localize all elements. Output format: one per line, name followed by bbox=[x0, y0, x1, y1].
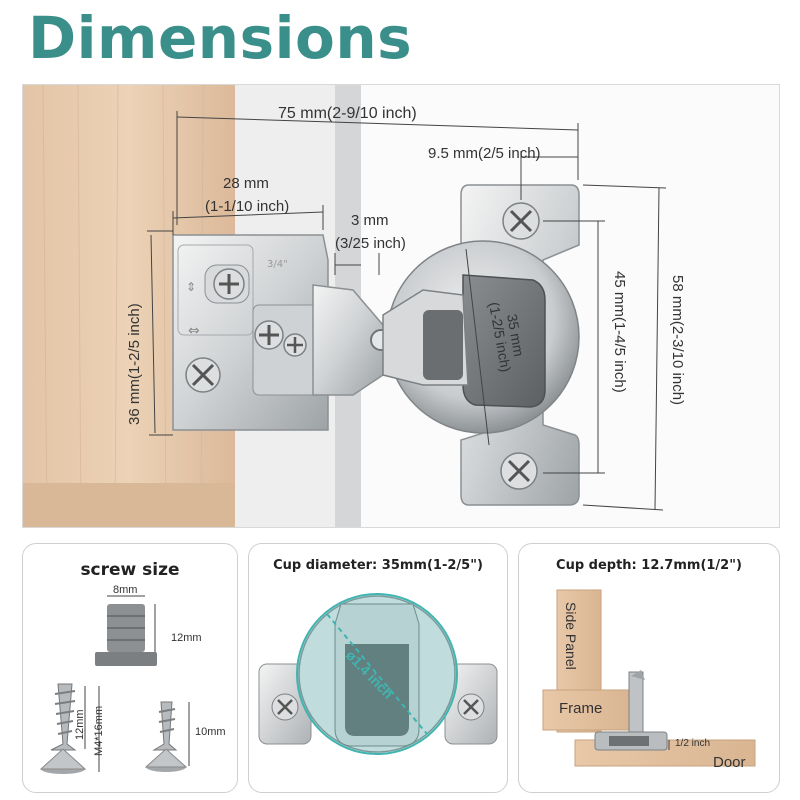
depth-label: 1/2 inch bbox=[675, 738, 711, 749]
main-hinge-diagram: ⇕ ⇔ 3/4" 75 mm(2-9/10 inch) 9.5 bbox=[22, 84, 780, 528]
screw-length-label: 12mm bbox=[74, 709, 86, 740]
page-title: Dimensions bbox=[28, 4, 413, 72]
frame-board bbox=[542, 689, 632, 731]
dim-arm-height: 36 mm(1-2/5 inch) bbox=[126, 303, 143, 425]
short-screw-label: 10mm bbox=[195, 726, 226, 738]
short-screw bbox=[144, 748, 188, 768]
cup-diameter-panel: Cup diameter: 35mm(1-2/5") ø1.4 inch bbox=[248, 543, 508, 793]
soft-close-damper bbox=[462, 274, 546, 408]
long-screw bbox=[39, 748, 87, 770]
dim-gap-in: (3/25 inch) bbox=[335, 235, 406, 252]
side-panel-label: Side Panel bbox=[563, 602, 579, 670]
cup-diameter-circle bbox=[296, 593, 458, 755]
svg-text:⇔: ⇔ bbox=[188, 323, 200, 339]
frame-label: Frame bbox=[559, 700, 603, 717]
hinge-illustration: ⇕ ⇔ 3/4" 75 mm(2-9/10 inch) 9.5 bbox=[23, 85, 779, 527]
dim-plate-offset: 9.5 mm(2/5 inch) bbox=[428, 145, 541, 162]
cup-illustration: ø1.4 inch bbox=[258, 593, 498, 755]
plug-width-label: 8mm bbox=[113, 584, 138, 596]
screw-illustration bbox=[39, 595, 190, 774]
screw-spec-label: M4*16mm bbox=[93, 705, 105, 756]
screw-panel-title: screw size bbox=[80, 560, 180, 580]
dim-gap-mm: 3 mm bbox=[351, 212, 389, 229]
cup-depth-panel: Cup depth: 12.7mm(1/2") Side Panel Frame… bbox=[518, 543, 780, 793]
cup-panel-title: Cup diameter: 35mm(1-2/5") bbox=[273, 558, 483, 573]
hinge-arm-side bbox=[628, 671, 644, 741]
depth-illustration bbox=[542, 589, 756, 767]
plug-height-label: 12mm bbox=[171, 632, 202, 644]
svg-text:⇕: ⇕ bbox=[186, 280, 196, 294]
dim-overall-width: 75 mm(2-9/10 inch) bbox=[278, 105, 417, 122]
dim-arm-width-in: (1-1/10 inch) bbox=[205, 198, 289, 215]
dim-hole-spacing: 45 mm(1-4/5 inch) bbox=[611, 271, 628, 393]
dim-plate-height: 58 mm(2-3/10 inch) bbox=[669, 275, 686, 405]
dim-arm-width-mm: 28 mm bbox=[223, 175, 269, 192]
dim-cup-mm: 35 mm bbox=[504, 313, 527, 358]
screw-size-panel: screw size 8mm 12mm 12mm M4*16mm 10mm bbox=[22, 543, 238, 793]
dimension-lines bbox=[147, 111, 667, 511]
door-label: Door bbox=[713, 754, 746, 771]
stamp-label: 3/4" bbox=[267, 259, 288, 270]
depth-panel-title: Cup depth: 12.7mm(1/2") bbox=[556, 558, 742, 573]
